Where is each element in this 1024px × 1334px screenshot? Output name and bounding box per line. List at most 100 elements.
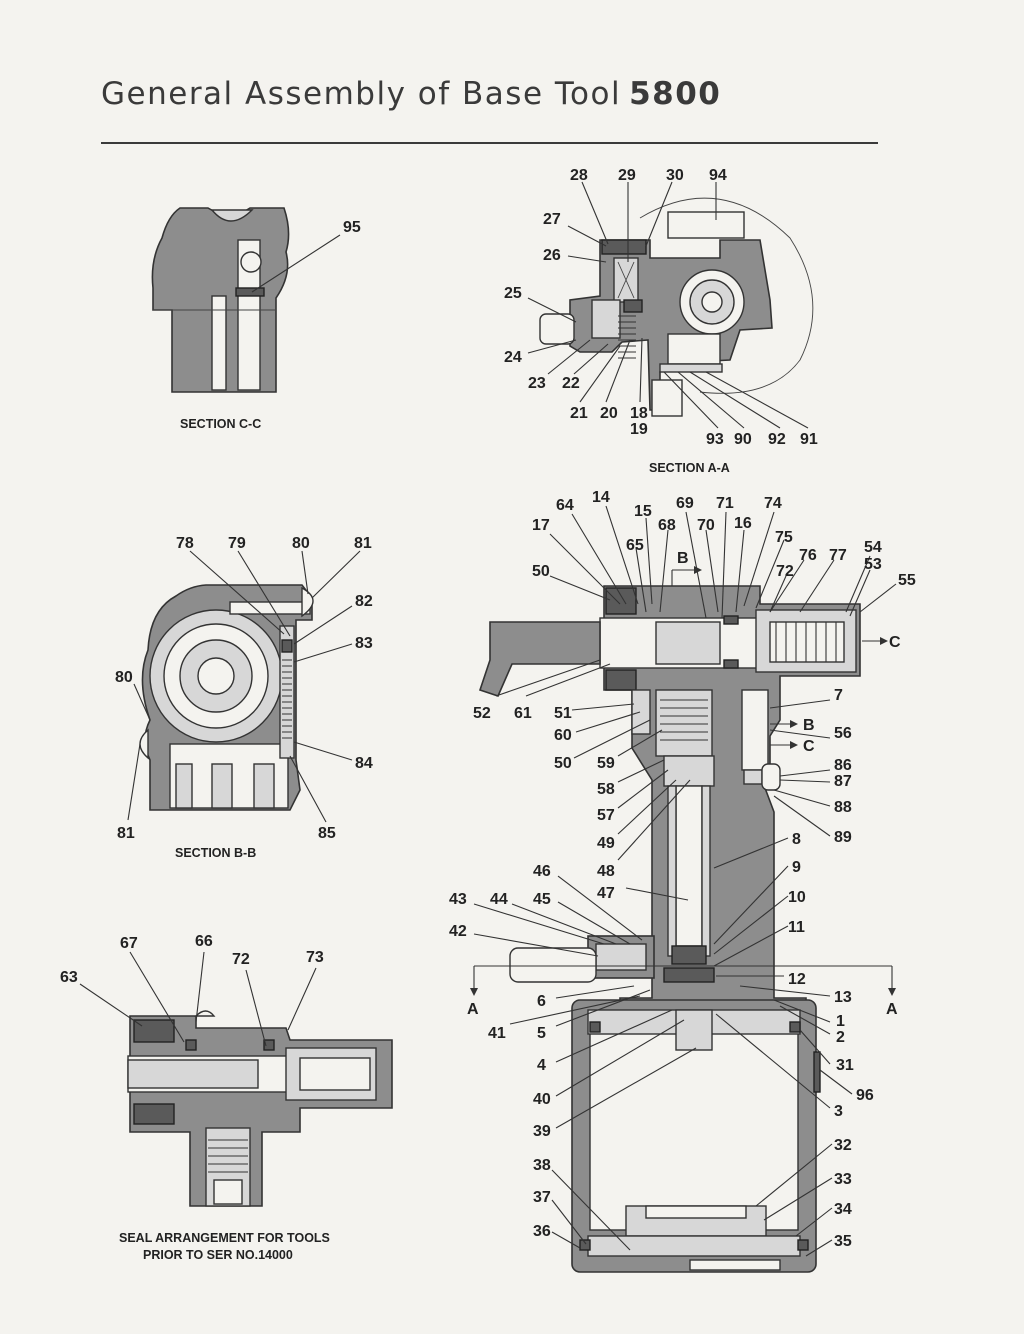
- title-text: General Assembly of Base Tool: [101, 76, 622, 112]
- section-bb-drawing: [139, 584, 314, 811]
- callout-10: 10: [788, 889, 806, 906]
- callout-51: 51: [554, 705, 572, 722]
- callout-92: 92: [768, 431, 786, 448]
- callout-14: 14: [592, 489, 610, 506]
- callout-95: 95: [343, 219, 361, 236]
- callout-61: 61: [514, 705, 532, 722]
- callout-22: 22: [562, 375, 580, 392]
- callout-60: 60: [554, 727, 572, 744]
- callout-79: 79: [228, 535, 246, 552]
- callout-54: 54: [864, 539, 882, 556]
- callout-86: 86: [834, 757, 852, 774]
- callout-36: 36: [533, 1223, 551, 1240]
- callout-65: 65: [626, 537, 644, 554]
- section-aa-caption: SECTION A-A: [649, 461, 730, 475]
- arrow-label-b-side: B: [803, 717, 815, 734]
- title-rule: [101, 142, 878, 144]
- callout-44: 44: [490, 891, 508, 908]
- callout-41: 41: [488, 1025, 506, 1042]
- callout-80-lower: 80: [115, 669, 133, 686]
- callout-24: 24: [504, 349, 522, 366]
- callout-13: 13: [834, 989, 852, 1006]
- callout-2: 2: [836, 1029, 845, 1046]
- callout-81-lower: 81: [117, 825, 135, 842]
- callout-57: 57: [597, 807, 615, 824]
- callout-76: 76: [799, 547, 817, 564]
- section-cc-caption: SECTION C-C: [180, 417, 261, 431]
- callout-80: 80: [292, 535, 310, 552]
- callout-52: 52: [473, 705, 491, 722]
- callout-90: 90: [734, 431, 752, 448]
- callout-40: 40: [533, 1091, 551, 1108]
- section-aa-leaders: [527, 181, 809, 429]
- callout-38: 38: [533, 1157, 551, 1174]
- seal-leaders: [79, 951, 317, 1047]
- callout-39: 39: [533, 1123, 551, 1140]
- callout-50-lower: 50: [554, 755, 572, 772]
- callout-49: 49: [597, 835, 615, 852]
- callout-12: 12: [788, 971, 806, 988]
- callout-82: 82: [355, 593, 373, 610]
- callout-11: 11: [788, 919, 805, 936]
- callout-19: 19: [630, 421, 648, 438]
- callout-30: 30: [666, 167, 684, 184]
- callout-84: 84: [355, 755, 373, 772]
- callout-6: 6: [537, 993, 546, 1010]
- callout-1: 1: [836, 1013, 845, 1030]
- callout-87: 87: [834, 773, 852, 790]
- arrow-label-a-left: A: [467, 1001, 479, 1018]
- callout-23: 23: [528, 375, 546, 392]
- seal-arrangement-drawing: [127, 1010, 393, 1207]
- callout-43: 43: [449, 891, 467, 908]
- callout-74: 74: [764, 495, 782, 512]
- section-cc-drawing: [151, 207, 290, 393]
- callout-21: 21: [570, 405, 588, 422]
- callout-93: 93: [706, 431, 724, 448]
- callout-18: 18: [630, 405, 648, 422]
- callout-31: 31: [836, 1057, 854, 1074]
- callout-42: 42: [449, 923, 467, 940]
- callout-68: 68: [658, 517, 676, 534]
- leader-95: [251, 234, 341, 293]
- callout-48: 48: [597, 863, 615, 880]
- callout-17: 17: [532, 517, 550, 534]
- callout-47: 47: [597, 885, 615, 902]
- callout-7: 7: [834, 687, 843, 704]
- main-assembly-drawing: [478, 585, 861, 1273]
- seal-caption-line1: SEAL ARRANGEMENT FOR TOOLS: [119, 1231, 330, 1245]
- callout-8: 8: [792, 831, 801, 848]
- callout-63: 63: [60, 969, 78, 986]
- main-leaders: [473, 505, 897, 1257]
- arrow-label-c-side: C: [803, 738, 815, 755]
- callout-75: 75: [775, 529, 793, 546]
- callout-16: 16: [734, 515, 752, 532]
- callout-55: 55: [898, 572, 916, 589]
- callout-64: 64: [556, 497, 574, 514]
- callout-70: 70: [697, 517, 715, 534]
- callout-77: 77: [829, 547, 847, 564]
- callout-56: 56: [834, 725, 852, 742]
- callout-83: 83: [355, 635, 373, 652]
- callout-66: 66: [195, 933, 213, 950]
- title-model-number: 5800: [629, 76, 722, 112]
- callout-91: 91: [800, 431, 818, 448]
- arrow-label-c-right: C: [889, 634, 901, 651]
- seal-caption-line2: PRIOR TO SER NO.14000: [143, 1248, 293, 1262]
- callout-37: 37: [533, 1189, 551, 1206]
- callout-26: 26: [543, 247, 561, 264]
- callout-34: 34: [834, 1201, 852, 1218]
- callout-88: 88: [834, 799, 852, 816]
- callout-32: 32: [834, 1137, 852, 1154]
- callout-71: 71: [716, 495, 734, 512]
- section-cut-arrows: [470, 566, 896, 996]
- callout-9: 9: [792, 859, 801, 876]
- callout-96: 96: [856, 1087, 874, 1104]
- arrow-label-b-top: B: [677, 550, 689, 567]
- callout-72: 72: [232, 951, 250, 968]
- callout-58: 58: [597, 781, 615, 798]
- callout-59: 59: [597, 755, 615, 772]
- callout-85: 85: [318, 825, 336, 842]
- callout-15: 15: [634, 503, 652, 520]
- callout-94: 94: [709, 167, 727, 184]
